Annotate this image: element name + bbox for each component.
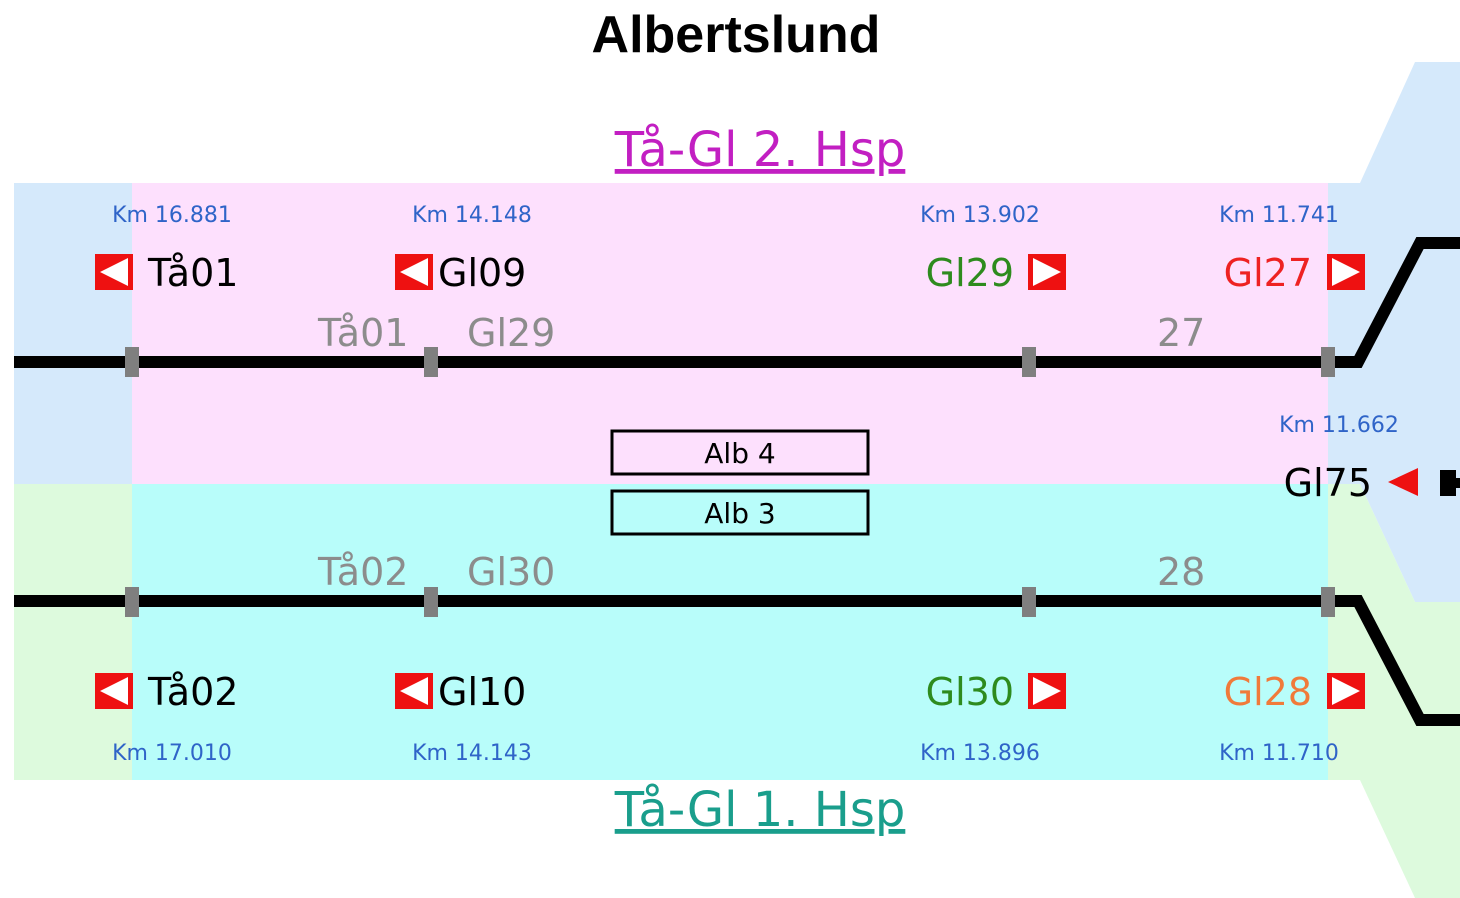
- signal-ta02[interactable]: Tå02: [95, 670, 238, 714]
- pink-zone: [132, 183, 1328, 484]
- upper-hsp-link[interactable]: Tå-Gl 2. Hsp: [614, 122, 906, 178]
- track-joint: [125, 347, 139, 377]
- lower-hsp-link[interactable]: Tå-Gl 1. Hsp: [614, 782, 906, 838]
- track-joint: [424, 587, 438, 617]
- signal-arrow-left-icon: [95, 254, 133, 290]
- platform-label: Alb 4: [704, 437, 775, 470]
- section-label: Gl30: [467, 550, 555, 594]
- section-label: Tå01: [317, 311, 408, 355]
- signal-label: Gl75: [1284, 461, 1372, 505]
- section-label: 28: [1157, 550, 1205, 594]
- signal-gl28[interactable]: Gl28: [1224, 670, 1365, 714]
- upper-track-line: [14, 237, 1460, 368]
- signal-ta01[interactable]: Tå01: [95, 251, 238, 295]
- lower-track-line: [14, 595, 1460, 726]
- signal-arrow-left-icon: [395, 254, 433, 290]
- platform-label: Alb 3: [704, 497, 775, 530]
- signal-label: Tå02: [147, 670, 238, 714]
- signal-gl29[interactable]: Gl29: [926, 251, 1066, 295]
- signal-label: Gl28: [1224, 670, 1312, 714]
- signal-arrow-right-icon: [1028, 254, 1066, 290]
- track-joint: [125, 587, 139, 617]
- km-label: Km 11.741: [1219, 203, 1339, 228]
- signal-gl09[interactable]: Gl09: [395, 251, 526, 295]
- platform-alb4[interactable]: Alb 4: [610, 429, 870, 476]
- signal-arrow-left-icon: [1388, 468, 1418, 496]
- km-label: Km 14.148: [412, 203, 532, 228]
- track-joint: [1321, 587, 1335, 617]
- blue-zone-right: [1360, 62, 1460, 602]
- page-title: Albertslund: [592, 6, 881, 64]
- km-label: Km 11.710: [1219, 741, 1339, 766]
- km-label: Km 14.143: [412, 741, 532, 766]
- signal-gl75[interactable]: Gl75: [1284, 461, 1460, 505]
- signal-arrow-left-icon: [395, 673, 433, 709]
- green-zone-left: [14, 484, 132, 780]
- signal-arrow-right-icon: [1327, 673, 1365, 709]
- section-label: Gl29: [467, 311, 555, 355]
- blue-zone-left: [14, 183, 132, 484]
- signal-label: Tå01: [147, 251, 238, 295]
- tracks: [14, 237, 1460, 726]
- km-label: Km 13.896: [920, 741, 1040, 766]
- signal-mast-icon: [1440, 470, 1460, 496]
- signal-gl27[interactable]: Gl27: [1224, 251, 1365, 295]
- blue-zone-mid: [1328, 183, 1360, 484]
- signal-arrow-left-icon: [95, 673, 133, 709]
- km-label: Km 17.010: [112, 741, 232, 766]
- signal-label: Gl27: [1224, 251, 1312, 295]
- track-joint: [1321, 347, 1335, 377]
- platform-alb3[interactable]: Alb 3: [610, 489, 870, 536]
- section-label: 27: [1157, 311, 1205, 355]
- signal-label: Gl30: [926, 670, 1014, 714]
- track-joint: [1022, 587, 1036, 617]
- signal-arrow-right-icon: [1327, 254, 1365, 290]
- km-label: Km 11.662: [1279, 413, 1399, 438]
- signal-label: Gl10: [438, 670, 526, 714]
- signal-gl30[interactable]: Gl30: [926, 670, 1066, 714]
- signal-label: Gl29: [926, 251, 1014, 295]
- km-label: Km 16.881: [112, 203, 232, 228]
- signal-arrow-right-icon: [1028, 673, 1066, 709]
- zones: [14, 62, 1460, 898]
- signal-gl10[interactable]: Gl10: [395, 670, 526, 714]
- green-zone-mid: [1328, 484, 1360, 780]
- track-joint: [424, 347, 438, 377]
- signal-label: Gl09: [438, 251, 526, 295]
- track-joint: [1022, 347, 1036, 377]
- km-label: Km 13.902: [920, 203, 1040, 228]
- section-label: Tå02: [317, 550, 408, 594]
- joints: [125, 347, 1335, 617]
